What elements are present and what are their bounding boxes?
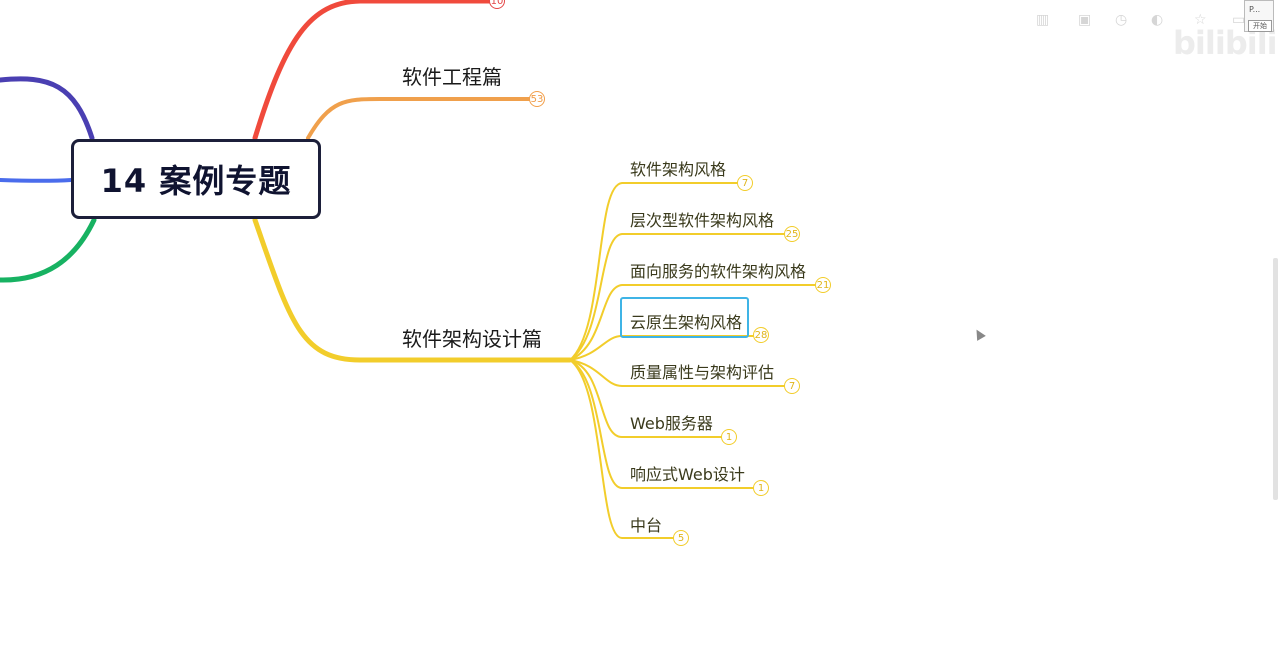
leaf-count-badge[interactable]: 1 [753,480,769,496]
leaf-count-badge[interactable]: 25 [784,226,800,242]
mini-window-title: P... [1249,5,1261,14]
branch-yellow-line [252,217,573,363]
leaf-node-soa-architecture[interactable]: 面向服务的软件架构风格 [630,262,807,281]
leaf-node-layered-architecture[interactable]: 层次型软件架构风格 [630,211,775,230]
image-icon[interactable]: ▣ [1078,12,1092,28]
leaf-node-middle-platform[interactable]: 中台 [630,516,663,535]
leaf-count-badge[interactable]: 1 [721,429,737,445]
mini-window-start-button[interactable]: 开始 [1248,20,1272,32]
root-node[interactable]: 14 案例专题 [71,139,321,219]
contrast-icon[interactable]: ◐ [1151,12,1164,28]
leaf-count-badge[interactable]: 5 [673,530,689,546]
leaf-node-quality-attributes[interactable]: 质量属性与架构评估 [630,363,775,382]
branch-red-line [252,0,493,141]
branch-blue-line [0,178,73,183]
vertical-scrollbar[interactable] [1273,258,1278,500]
clock-icon[interactable]: ◷ [1115,12,1128,28]
leaf-node-responsive-web[interactable]: 响应式Web设计 [630,465,745,484]
leaf-count-badge[interactable]: 7 [737,175,753,191]
star-icon[interactable]: ☆ [1194,12,1207,28]
branch-green-line [0,217,97,283]
leaf-count-badge[interactable]: 28 [753,327,769,343]
branch-orange-line [306,97,532,140]
branch-node-software-engineering[interactable]: 软件工程篇 [402,65,502,89]
branch-purple-line [0,76,95,141]
leaf-node-web-server[interactable]: Web服务器 [630,414,713,433]
leaf-connectors [569,182,817,539]
root-node-label: 14 案例专题 [100,162,292,200]
leaf-node-architecture-style[interactable]: 软件架构风格 [630,160,727,179]
leaf-node-cloud-native-architecture[interactable]: 云原生架构风格 [630,313,743,332]
leaf-count-badge[interactable]: 21 [815,277,831,293]
barcode-icon[interactable]: ▥ [1036,12,1050,28]
leaf-count-badge[interactable]: 7 [784,378,800,394]
window-icon[interactable]: ▭ [1232,12,1246,28]
branch-node-software-architecture[interactable]: 软件架构设计篇 [402,327,542,351]
software-engineering-count-badge[interactable]: 53 [529,91,545,107]
selected-node-highlight [620,297,749,338]
mini-window[interactable]: P... 开始 [1244,0,1274,32]
